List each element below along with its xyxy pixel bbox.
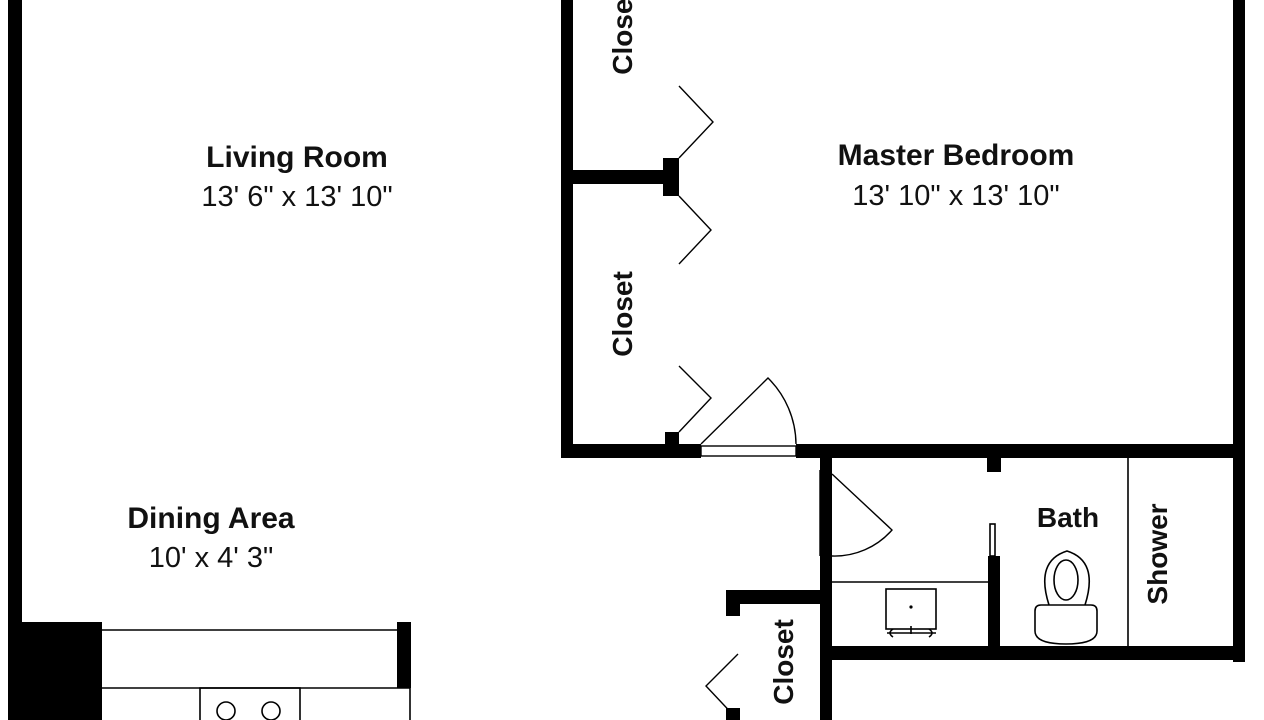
- labels: Living Room 13' 6" x 13' 10" Master Bedr…: [127, 0, 1173, 705]
- closet-small-bifold-door: [705, 653, 739, 720]
- wall-closet-divider: [561, 170, 679, 184]
- wall-bedroom-bottom-right: [796, 444, 1245, 458]
- closet-bottom-label: Closet: [768, 619, 799, 705]
- wall-bath-vanity-divider: [988, 556, 1000, 650]
- dining-area-name: Dining Area: [127, 502, 295, 535]
- walls: [8, 0, 1245, 720]
- fixtures: [102, 458, 1156, 720]
- living-room-name: Living Room: [206, 141, 388, 174]
- wall-bath-right: [1233, 456, 1245, 662]
- bedroom-door-threshold: [700, 445, 797, 457]
- wall-closet-post-bottom: [665, 432, 679, 452]
- closet-mid-label: Closet: [607, 271, 638, 357]
- closet-top-label: Closet: [607, 0, 638, 75]
- closet-top-bifold-door: [678, 85, 714, 159]
- shower-label: Shower: [1142, 503, 1173, 604]
- bath-name: Bath: [1037, 502, 1099, 533]
- shower-drain: [1152, 554, 1156, 558]
- sink-faucet: [887, 626, 936, 638]
- bedroom-swing-door: [700, 377, 797, 445]
- bath-sink: [885, 588, 937, 630]
- stove-burner-left: [216, 701, 236, 720]
- wall-bath-left: [820, 456, 832, 720]
- wall-closet-small-top: [726, 590, 826, 604]
- bath-swing-door: [831, 473, 893, 557]
- stove: [199, 687, 301, 720]
- doors: [678, 85, 893, 720]
- wall-kitchen-post: [397, 622, 411, 688]
- wall-bath-stub: [987, 456, 1001, 472]
- living-room-dims: 13' 6" x 13' 10": [201, 181, 392, 213]
- closet-mid-bifold-lower: [678, 365, 712, 433]
- wall-closet-post-top: [663, 158, 679, 196]
- master-bedroom-name: Master Bedroom: [838, 139, 1075, 172]
- wall-closet-small-left: [726, 590, 740, 616]
- toilet: [1034, 550, 1098, 645]
- wall-kitchen-block: [22, 622, 102, 720]
- wall-bath-bottom: [832, 646, 1245, 660]
- wall-right-exterior: [1233, 0, 1245, 458]
- master-bedroom-dims: 13' 10" x 13' 10": [852, 180, 1059, 212]
- dining-area-dims: 10' x 4' 3": [149, 542, 274, 574]
- closet-mid-bifold-upper: [678, 195, 712, 265]
- sink-drain: [909, 605, 913, 609]
- toilet-seat: [1053, 559, 1079, 601]
- wall-left-exterior: [8, 0, 22, 720]
- wall-living-bedroom: [561, 0, 573, 458]
- stove-burner-right: [261, 701, 281, 720]
- wall-bedroom-bottom-left: [561, 444, 701, 458]
- bath-partition-thin: [989, 523, 996, 557]
